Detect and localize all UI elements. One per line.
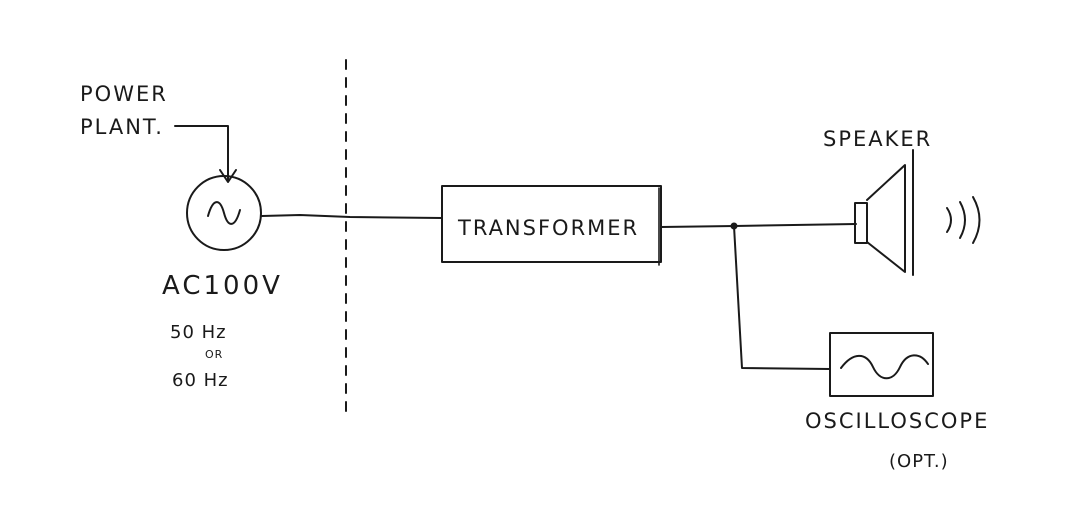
power-plant-arrow — [174, 125, 237, 183]
optional-label: (OPT.) — [889, 451, 949, 472]
wire-junction-to-oscilloscope — [733, 225, 831, 370]
ac-voltage-label: AC100V — [162, 271, 283, 301]
frequency-60-label: 60 Hz — [172, 370, 229, 391]
frequency-50-label: 50 Hz — [170, 322, 227, 343]
speaker-icon — [854, 149, 914, 276]
power-plant-label-line2: PLANT. — [80, 115, 164, 139]
wire-transformer-to-speaker — [660, 223, 857, 228]
speaker-label: SPEAKER — [823, 127, 932, 151]
transformer-box — [441, 185, 662, 266]
transformer-label: TRANSFORMER — [457, 216, 639, 240]
sound-waves-icon — [946, 196, 981, 244]
power-plant-label-line1: POWER — [80, 82, 168, 106]
wire-source-to-transformer — [261, 214, 443, 219]
oscilloscope-label: OSCILLOSCOPE — [805, 409, 989, 433]
oscilloscope-icon — [829, 332, 934, 397]
frequency-or-label: OR — [205, 348, 223, 361]
ac-source-icon — [186, 175, 262, 251]
